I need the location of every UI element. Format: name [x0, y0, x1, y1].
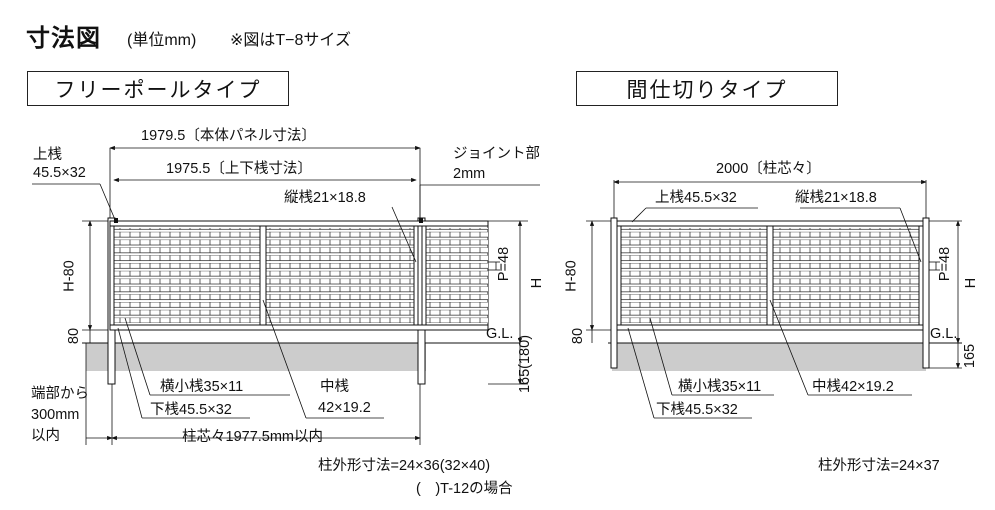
r-slat-label: 横小桟35×11: [678, 379, 762, 395]
r-dim-center-label: 2000〔柱芯々〕: [716, 161, 821, 177]
h-label: H: [529, 277, 546, 289]
pitch-label: P=48: [496, 246, 513, 282]
ground-right: [612, 343, 926, 371]
r-bottom-rail-label: 下桟45.5×32: [656, 402, 738, 418]
mid-bar-label: 中桟: [320, 379, 349, 395]
page-title: 寸法図: [26, 25, 101, 52]
post-pitch-label: 柱芯々1977.5mm以内: [182, 429, 324, 445]
post-note-label: ( )T-12の場合: [416, 481, 513, 497]
post-size-label: 柱外形寸法=24×36(32×40): [318, 458, 491, 474]
joint-size-label: 2mm: [453, 166, 486, 182]
h-minus-label: H-80: [61, 260, 78, 292]
r-embed-label: 165: [962, 343, 979, 369]
r-h-minus-label: H-80: [563, 260, 580, 292]
right-partition-drawing: [586, 179, 962, 419]
free-pole-type-label: フリーポールタイプ: [27, 71, 289, 106]
dim-rail-label: 1975.5〔上下桟寸法〕: [166, 161, 312, 177]
top-rail-size-label: 45.5×32: [33, 165, 86, 181]
unit-label: (単位mm): [127, 32, 197, 49]
bottom-rail-label: 下桟45.5×32: [150, 402, 232, 418]
end-from-label: 端部から: [31, 386, 89, 402]
r-pitch-label: P=48: [937, 246, 954, 282]
r-mid-bar-label: 中桟42×19.2: [812, 379, 894, 395]
slat-label: 横小桟35×11: [160, 379, 244, 395]
size-note: ※図はT−8サイズ: [230, 32, 351, 49]
dim-panel-label: 1979.5〔本体パネル寸法〕: [141, 128, 316, 144]
joint-label: ジョイント部: [453, 146, 540, 162]
left-free-pole-drawing: [32, 145, 540, 445]
eighty-label: 80: [66, 327, 83, 345]
r-gl-label: G.L.: [930, 326, 958, 342]
r-post-size-label: 柱外形寸法=24×37: [818, 458, 940, 474]
r-h-label: H: [963, 277, 980, 289]
gl-label: G.L.: [486, 326, 514, 342]
vertical-bar-label: 縦桟21×18.8: [284, 190, 366, 206]
end-within-label: 以内: [31, 428, 60, 444]
top-rail-label: 上桟: [33, 147, 62, 163]
embed-label: 165(180): [517, 334, 534, 394]
r-top-rail-label: 上桟45.5×32: [655, 190, 737, 206]
r-eighty-label: 80: [570, 327, 587, 345]
end-mm-label: 300mm: [31, 407, 80, 423]
mid-bar-size-label: 42×19.2: [318, 400, 371, 416]
r-vertical-bar-label: 縦桟21×18.8: [795, 190, 877, 206]
ground-left: [86, 343, 426, 371]
partition-type-label: 間仕切りタイプ: [576, 71, 838, 106]
